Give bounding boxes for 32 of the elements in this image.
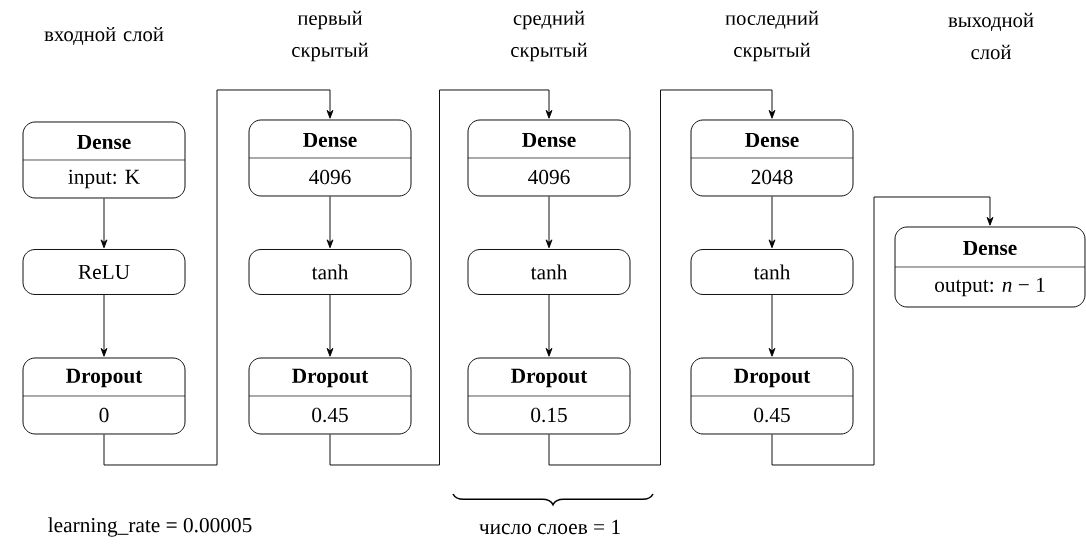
activation-box: ReLU: [22, 249, 186, 295]
arrow: [103, 89, 334, 466]
column-heading: средний скрытый: [511, 10, 588, 62]
column-heading: первый скрытый: [292, 10, 369, 62]
arrow: [100, 294, 108, 357]
layer-box: Dense 4096: [467, 119, 631, 197]
activation-box: tanh: [690, 249, 854, 295]
arrow: [768, 294, 776, 357]
arrow: [326, 196, 334, 249]
arrow: [545, 294, 553, 357]
layer-box: Dropout 0.45: [690, 357, 854, 435]
arrow: [326, 294, 334, 357]
layer-box: Dense output: n − 1: [894, 226, 1086, 308]
activation-box: tanh: [248, 249, 412, 295]
arrow: [100, 198, 108, 249]
column-heading: выходной слой: [948, 12, 1034, 60]
layer-box: Dropout 0: [22, 357, 186, 435]
layer-box: Dense 2048: [690, 119, 854, 197]
layer-box: Dropout 0.15: [467, 357, 631, 435]
activation-box: tanh: [467, 249, 631, 295]
layer-box: Dense input: K: [22, 121, 186, 199]
parameter-note: learning_rate = 0.00005: [48, 517, 252, 537]
layer-box: Dense 4096: [248, 119, 412, 197]
arrow: [548, 89, 776, 466]
arrow: [771, 196, 994, 466]
column-heading: входной слой: [44, 26, 164, 46]
layer-box: Dropout 0.45: [248, 357, 412, 435]
arrow: [545, 196, 553, 249]
column-heading: последний скрытый: [725, 10, 819, 62]
parameter-note: число слоев = 1: [479, 519, 620, 535]
arrow: [329, 89, 553, 466]
arrow: [768, 196, 776, 249]
